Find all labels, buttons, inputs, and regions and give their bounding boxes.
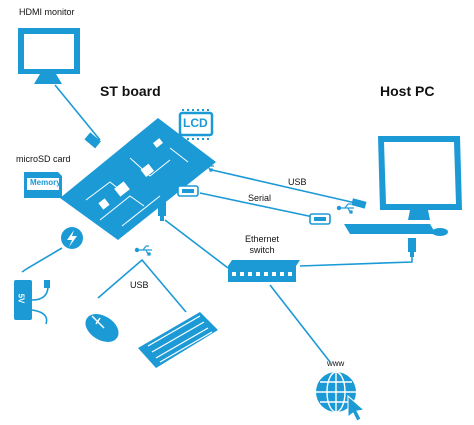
memory-label: Memory — [30, 178, 61, 187]
usb-icon — [134, 245, 152, 256]
power-5v-label: 5V — [16, 293, 26, 304]
ethernet-switch-label: Ethernet switch — [245, 234, 279, 256]
ethernet-label-line1: Ethernet — [245, 234, 280, 244]
monitor-icon — [18, 28, 80, 84]
globe-icon — [316, 371, 356, 413]
cursor-icon — [347, 394, 366, 422]
usb-connector-icon — [351, 198, 367, 209]
st-board — [60, 118, 216, 240]
keyboard-icon — [138, 312, 218, 368]
hdmi-monitor-label: HDMI monitor — [19, 7, 75, 17]
line-ethernet-pc — [299, 254, 413, 267]
pc-mouse-icon — [432, 228, 448, 236]
usb-label-peripherals: USB — [130, 280, 149, 290]
serial-connector-icon — [309, 213, 331, 225]
st-board-label: ST board — [100, 83, 161, 99]
line-monitor-board — [54, 84, 101, 141]
microsd-card-icon — [24, 172, 62, 198]
line-power — [21, 247, 63, 273]
host-pc-label: Host PC — [380, 83, 435, 99]
line-board-ethernet — [164, 219, 229, 269]
ethernet-label-line2: switch — [249, 245, 275, 255]
serial-connector-icon — [177, 185, 199, 197]
ethernet-switch-icon — [228, 260, 300, 282]
pc-keyboard-icon — [344, 224, 436, 234]
ethernet-connector-icon — [158, 202, 166, 221]
line-board-serial-pc — [199, 192, 319, 219]
mouse-icon — [85, 314, 119, 342]
power-adapter-icon — [14, 280, 50, 325]
connection-lines — [21, 84, 413, 363]
usb-label-pc: USB — [288, 177, 307, 187]
lcd-icon — [178, 109, 214, 140]
host-pc-icon — [378, 136, 462, 220]
serial-label: Serial — [248, 193, 272, 203]
microsd-card-label: microSD card — [16, 154, 71, 164]
hdmi-connector-icon — [84, 132, 101, 149]
line-board-usb-pc — [211, 169, 361, 205]
lcd-label: LCD — [183, 116, 208, 130]
ethernet-connector-icon — [408, 238, 416, 257]
lightning-icon — [61, 227, 83, 249]
usb-icon — [336, 203, 354, 214]
line-ethernet-www — [269, 284, 331, 363]
usb-icon — [196, 161, 214, 172]
line-usb-peripherals — [97, 258, 187, 313]
www-label: www — [327, 359, 345, 368]
